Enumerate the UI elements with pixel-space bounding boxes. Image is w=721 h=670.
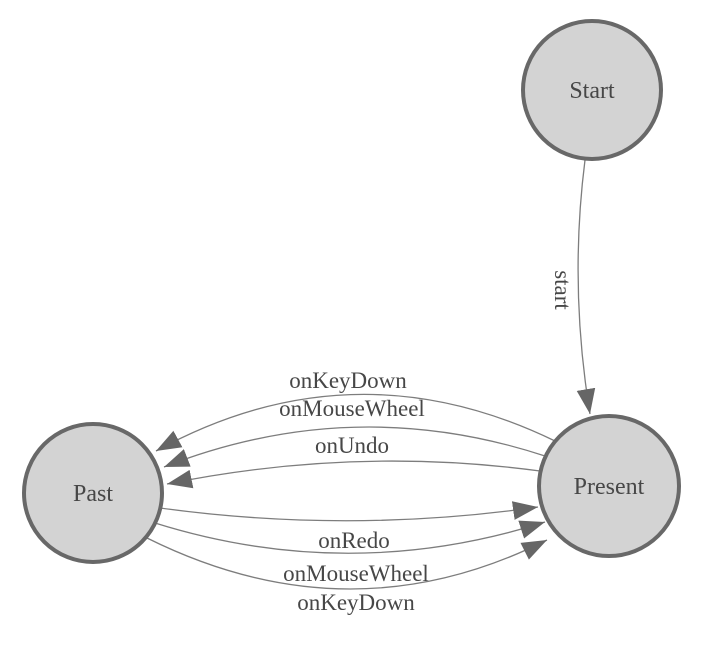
edge-start-to-present: [576, 159, 596, 415]
node-present-shape[interactable]: [537, 414, 681, 558]
node-start-shape[interactable]: [521, 19, 663, 161]
node-past-shape[interactable]: [22, 422, 164, 564]
edge-present-to-past-onkeydown: [155, 393, 556, 452]
edge-layer: [146, 159, 596, 590]
node-present-label: Present: [574, 474, 645, 500]
node-start[interactable]: Start: [521, 19, 663, 161]
edge-label-onkeydown-bottom: onKeyDown: [297, 590, 415, 615]
edge-label-start: start: [550, 270, 575, 310]
edge-past-to-present-onmousewheel: [154, 520, 546, 554]
node-past-label: Past: [73, 481, 113, 507]
node-start-label: Start: [569, 78, 615, 104]
edge-label-onredo: onRedo: [318, 528, 390, 553]
edge-past-to-present-onredo: [159, 501, 539, 522]
edge-past-to-present-onkeydown: [146, 537, 548, 590]
node-past[interactable]: Past: [22, 422, 164, 564]
edge-label-onmousewheel-bottom: onMouseWheel: [283, 561, 429, 586]
edge-label-layer: start onKeyDown onMouseWheel onUndo onRe…: [279, 270, 575, 615]
edge-label-onkeydown-top: onKeyDown: [289, 368, 407, 393]
edge-present-to-past-onundo: [166, 460, 541, 489]
edge-label-onundo: onUndo: [315, 433, 389, 458]
edge-present-to-past-onmousewheel: [163, 426, 546, 468]
edge-label-onmousewheel-top: onMouseWheel: [279, 396, 425, 421]
node-layer: Start Past Present: [22, 19, 681, 564]
node-present[interactable]: Present: [537, 414, 681, 558]
